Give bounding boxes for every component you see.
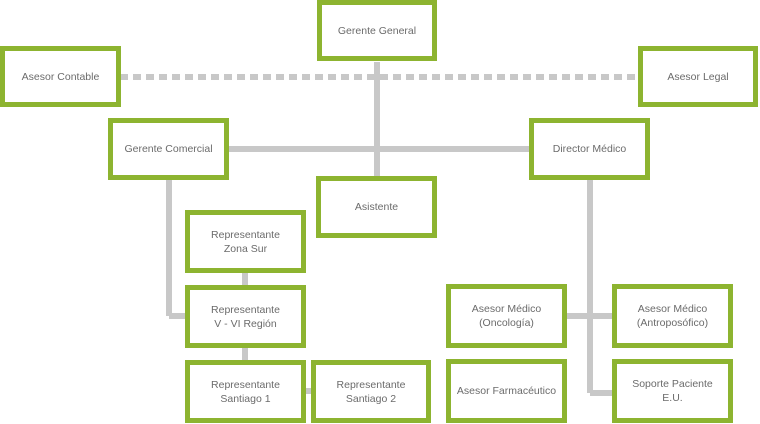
node-gerente-comercial: Gerente Comercial [108, 118, 229, 180]
node-label: Asesor Legal [667, 70, 729, 83]
node-rep-santiago-1: Representante Santiago 1 [185, 360, 306, 423]
node-label: Asesor Farmacéutico [456, 385, 557, 397]
node-label-line-2: Zona Sur [223, 242, 268, 255]
node-label-line-1: Representante [211, 228, 280, 241]
node-label-line-1: Representante [211, 303, 280, 316]
node-label: Asistente [354, 201, 399, 213]
node-director-medico: Director Médico [529, 118, 650, 180]
node-label-line-1: Soporte Paciente [632, 378, 713, 390]
node-label-line-1: Representante [211, 378, 280, 391]
node-label-line-2: E.U. [662, 392, 683, 404]
node-rep-v-vi-region: Representante V - VI Región [185, 285, 306, 348]
node-label: Director Médico [552, 143, 627, 155]
node-label-line-2: Santiago 1 [220, 392, 271, 405]
node-label-line-2: (Antroposófico) [636, 317, 709, 329]
node-label-line-2: Santiago 2 [345, 392, 397, 405]
node-label-line-2: (Oncología) [479, 317, 534, 329]
node-label-line-2: V - VI Región [214, 317, 277, 330]
node-soporte-paciente: Soporte Paciente E.U. [612, 359, 733, 423]
node-label-line-1: Asesor Médico [471, 303, 542, 315]
node-asesor-farmaceutico: Asesor Farmacéutico [446, 359, 567, 423]
node-rep-zona-sur: Representante Zona Sur [185, 210, 306, 273]
node-label: Gerente General [337, 24, 417, 37]
node-asesor-medico-oncologia: Asesor Médico (Oncología) [446, 284, 567, 348]
node-gerente-general: Gerente General [317, 0, 437, 61]
node-asesor-legal: Asesor Legal [638, 46, 758, 107]
node-asesor-medico-antroposofico: Asesor Médico (Antroposófico) [612, 284, 733, 348]
node-label: Gerente Comercial [124, 143, 213, 155]
node-asistente: Asistente [316, 176, 437, 238]
node-rep-santiago-2: Representante Santiago 2 [311, 360, 431, 423]
node-asesor-contable: Asesor Contable [0, 46, 121, 107]
node-label-line-1: Representante [336, 378, 406, 391]
node-label-line-1: Asesor Médico [637, 303, 708, 315]
node-label: Asesor Contable [21, 70, 100, 83]
